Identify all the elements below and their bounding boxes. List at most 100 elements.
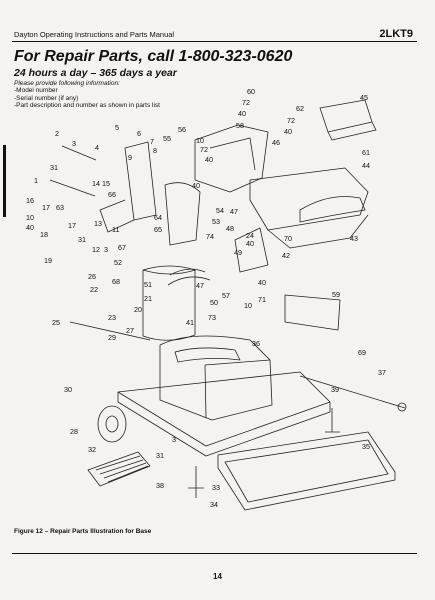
part-callout: 6	[137, 129, 141, 138]
table-extension	[299, 196, 366, 223]
pivot-bracket	[164, 182, 201, 246]
part-callout: 56	[178, 125, 186, 134]
drive-gear	[169, 268, 206, 276]
part-callout: 31	[50, 163, 58, 172]
part-callout: 21	[144, 294, 152, 303]
part-callout: 15	[102, 179, 110, 188]
part-callout: 40	[192, 181, 200, 190]
part-callout: 40	[284, 127, 292, 136]
part-callout: 37	[378, 368, 386, 377]
part-callout: 18	[40, 230, 48, 239]
part-callout: 31	[156, 451, 164, 460]
part-callout: 63	[56, 203, 64, 212]
page-number: 14	[213, 572, 222, 581]
part-callout: 5	[115, 123, 119, 132]
part-callout: 46	[272, 138, 280, 147]
binder-mark	[3, 145, 6, 217]
crank-shaft	[69, 321, 151, 341]
part-callout: 11	[112, 225, 119, 234]
repair-parts-heading: For Repair Parts, call 1-800-323-0620	[14, 48, 293, 65]
part-callout: 72	[200, 145, 208, 154]
frame-upright	[124, 141, 157, 221]
part-callout: 10	[26, 213, 34, 222]
part-callout: 17	[42, 203, 50, 212]
part-callout: 50	[210, 298, 218, 307]
info-block: Please provide following information: -M…	[14, 80, 160, 110]
part-callout: 52	[114, 258, 122, 267]
header-model-number: 2LKT9	[379, 28, 413, 40]
part-callout: 57	[222, 291, 230, 300]
part-callout: 19	[44, 256, 52, 265]
part-callout: 64	[154, 213, 162, 222]
part-callout: 67	[118, 243, 126, 252]
part-callout: 25	[52, 318, 60, 327]
vise-assembly	[319, 99, 373, 133]
part-callout: 35	[362, 442, 370, 451]
part-callout: 29	[108, 333, 116, 342]
header-manual-title: Dayton Operating Instructions and Parts …	[14, 30, 175, 39]
part-callout: 69	[358, 348, 366, 357]
part-callout: 49	[234, 248, 242, 257]
leveling-foot	[325, 408, 340, 433]
part-callout: 60	[247, 87, 255, 96]
part-callout: 3	[172, 435, 176, 444]
part-callout: 16	[26, 196, 34, 205]
part-callout: 72	[242, 98, 250, 107]
part-callout: 72	[287, 116, 295, 125]
part-callout: 3	[72, 139, 76, 148]
part-callout: 23	[108, 313, 116, 322]
shaft-knob	[397, 402, 407, 412]
part-callout: 4	[95, 143, 99, 152]
part-callout: 31	[78, 235, 86, 244]
part-callout: 47	[196, 281, 204, 290]
footer-rule	[12, 553, 417, 554]
part-callout: 33	[212, 483, 220, 492]
part-callout: 9	[128, 153, 132, 162]
part-callout: 45	[360, 93, 368, 102]
part-callout: 27	[126, 326, 134, 335]
part-callout: 54	[216, 206, 224, 215]
info-line: -Serial number (if any)	[14, 94, 79, 102]
motor-mount	[234, 227, 269, 273]
stand-column	[142, 265, 196, 341]
figure-caption: Figure 12 – Repair Parts Illustration fo…	[14, 528, 152, 535]
info-line: -Model number	[14, 87, 58, 95]
part-callout: 7	[150, 137, 154, 146]
part-callout: 40	[258, 278, 266, 287]
part-callout: 59	[332, 290, 340, 299]
part-callout: 26	[88, 272, 96, 281]
part-callout: 40	[238, 109, 246, 118]
part-callout: 40	[26, 223, 34, 232]
part-callout: 39	[331, 385, 339, 394]
part-callout: 36	[252, 339, 260, 348]
part-callout: 32	[88, 445, 96, 454]
part-callout: 68	[112, 277, 120, 286]
part-callout: 58	[236, 121, 244, 130]
header-rule	[12, 41, 417, 42]
part-callout: 40	[205, 155, 213, 164]
part-callout: 44	[362, 161, 370, 170]
part-callout: 74	[206, 232, 214, 241]
part-callout: 14	[92, 179, 100, 188]
part-callout: 62	[296, 104, 304, 113]
saw-table	[249, 167, 369, 231]
part-callout: 28	[70, 427, 78, 436]
info-line: -Part description and number as shown in…	[14, 102, 160, 110]
part-callout: 22	[90, 285, 98, 294]
part-callout: 51	[144, 280, 152, 289]
part-callout: 66	[108, 190, 116, 199]
part-callout: 42	[282, 251, 290, 260]
part-callout: 55	[163, 134, 171, 143]
part-callout: 10	[244, 301, 252, 310]
part-callout: 53	[212, 217, 220, 226]
part-callout: 17	[68, 221, 76, 230]
part-callout: 13	[94, 219, 102, 228]
part-callout: 65	[154, 225, 162, 234]
part-callout: 2	[55, 129, 59, 138]
part-callout: 71	[258, 295, 266, 304]
chip-pan	[217, 431, 396, 511]
drain-grate	[87, 451, 151, 487]
part-callout: 34	[210, 500, 218, 509]
part-callout: 70	[284, 234, 292, 243]
